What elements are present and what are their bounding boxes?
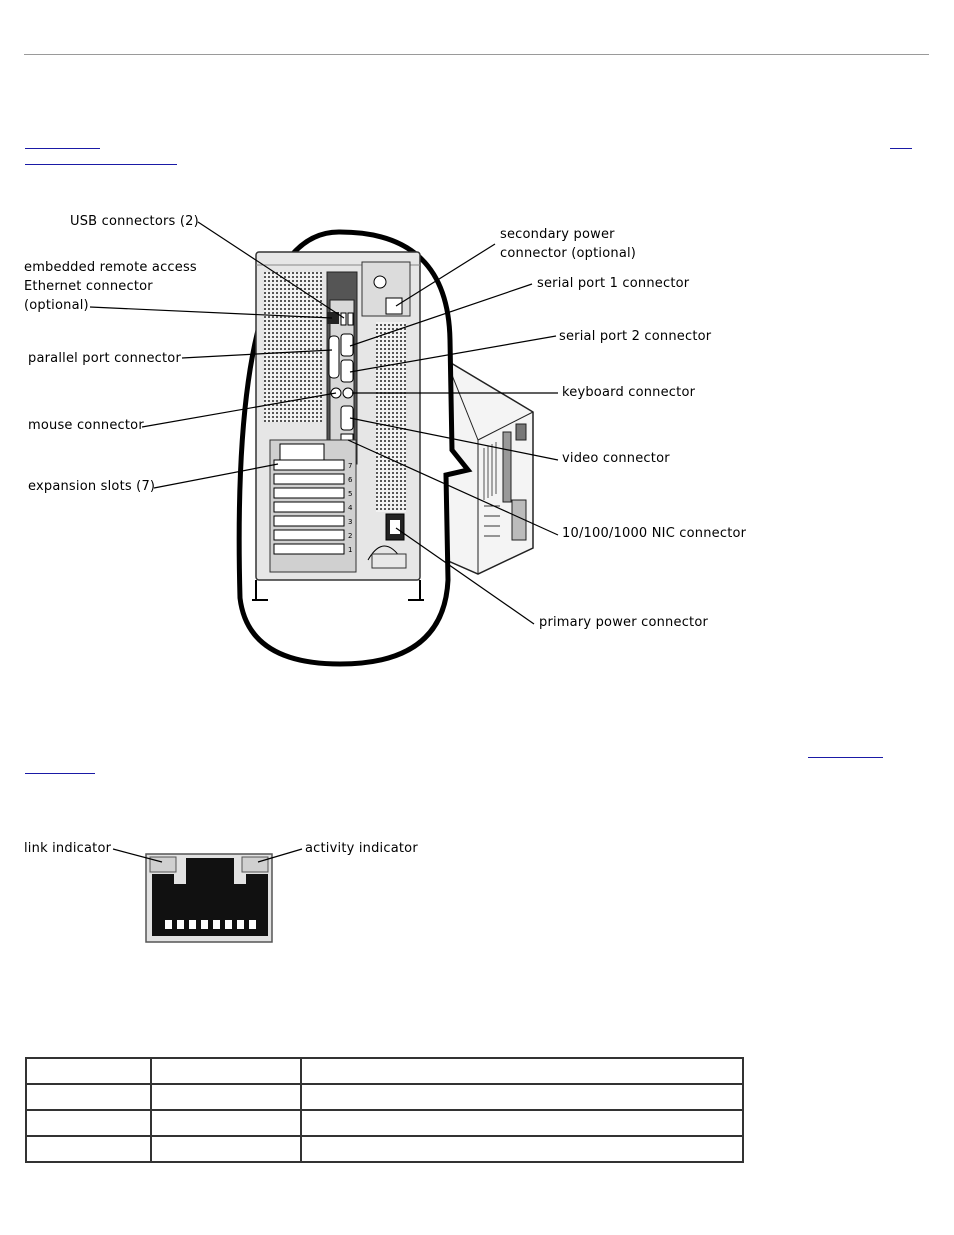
- table-cell: [150, 1057, 302, 1085]
- table-cell: [300, 1109, 744, 1137]
- nic-pins: [165, 920, 256, 929]
- slot-number-5: 5: [348, 490, 352, 498]
- link-top-right[interactable]: [890, 148, 912, 149]
- label-secondary-power-line1: secondary power: [500, 227, 615, 242]
- table-cell: [25, 1057, 152, 1085]
- label-parallel-port: parallel port connector: [28, 351, 181, 366]
- table-cell: [150, 1083, 302, 1111]
- label-serial-port-2: serial port 2 connector: [559, 329, 712, 344]
- label-secondary-power-line2: connector (optional): [500, 246, 637, 261]
- label-link-indicator: link indicator: [24, 841, 112, 856]
- label-video-connector: video connector: [562, 451, 670, 466]
- back-panel-diagram: 7 6 5 4 3 2 1: [89, 221, 559, 667]
- table-cell: [300, 1057, 744, 1085]
- link-top-left[interactable]: [25, 148, 100, 149]
- slot-number-4: 4: [348, 504, 353, 512]
- label-mouse-connector: mouse connector: [28, 418, 144, 433]
- slot-number-6: 6: [348, 476, 353, 484]
- label-nic-connector: 10/100/1000 NIC connector: [562, 526, 747, 541]
- link-mid-left[interactable]: [25, 773, 95, 774]
- label-usb-connectors: USB connectors (2): [70, 214, 199, 229]
- label-remote-access-line1: embedded remote access: [24, 260, 197, 275]
- nic-port-opening: [152, 858, 268, 936]
- label-remote-access-line2: Ethernet connector: [24, 279, 153, 294]
- label-activity-indicator: activity indicator: [305, 841, 418, 856]
- label-expansion-slots: expansion slots (7): [28, 479, 156, 494]
- table-cell: [150, 1109, 302, 1137]
- table-cell: [150, 1135, 302, 1163]
- table-cell: [300, 1135, 744, 1163]
- link-second-line[interactable]: [25, 164, 177, 165]
- header-rule: [24, 54, 929, 55]
- nic-indicator-diagram: [112, 848, 303, 943]
- expansion-slots: [273, 459, 345, 555]
- link-mid-right[interactable]: [808, 757, 883, 758]
- tower-side-view: [445, 358, 534, 575]
- table-row: [25, 1135, 744, 1163]
- table-cell: [25, 1135, 152, 1163]
- slot-number-1: 1: [348, 546, 352, 554]
- activity-indicator-led: [241, 856, 269, 873]
- table-cell: [25, 1083, 152, 1111]
- slot-number-7: 7: [348, 462, 352, 470]
- table-row: [25, 1083, 744, 1111]
- table-row: [25, 1109, 744, 1137]
- table-row: [25, 1057, 744, 1085]
- slot-number-3: 3: [348, 518, 352, 526]
- table-cell: [25, 1109, 152, 1137]
- slot-number-2: 2: [348, 532, 352, 540]
- indicator-table: [25, 1057, 744, 1163]
- leader-lines: [89, 221, 559, 625]
- table-cell: [300, 1083, 744, 1111]
- right-vent: [376, 322, 406, 512]
- label-serial-port-1: serial port 1 connector: [537, 276, 690, 291]
- label-remote-access-line3: (optional): [24, 298, 89, 313]
- label-primary-power: primary power connector: [539, 615, 709, 630]
- label-keyboard-connector: keyboard connector: [562, 385, 696, 400]
